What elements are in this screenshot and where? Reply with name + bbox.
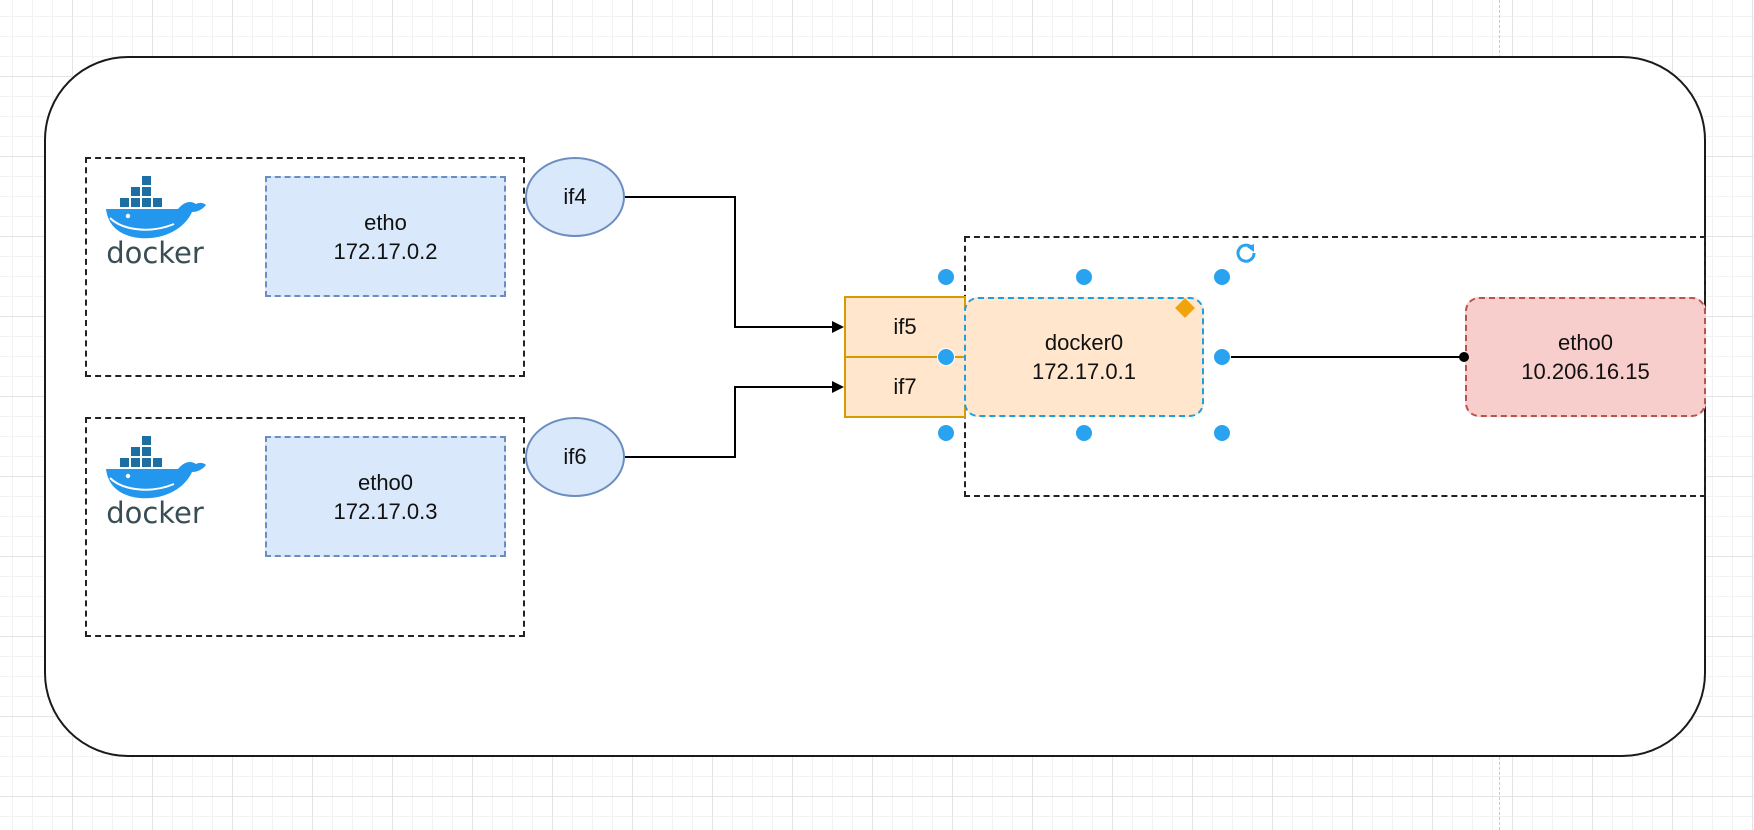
- container-2-box[interactable]: [85, 417, 525, 637]
- veth-if4-label: if4: [563, 184, 587, 209]
- container-1-eth-interface[interactable]: etho 172.17.0.2: [265, 176, 506, 297]
- edge-if6-to-if7: [625, 381, 844, 458]
- bridge-name: docker0: [1044, 330, 1124, 355]
- host-eth-interface[interactable]: etho0 10.206.16.15: [1465, 297, 1706, 417]
- docker-logo-icon: docker: [100, 432, 210, 530]
- container-1-eth-ip: 172.17.0.2: [333, 238, 438, 264]
- selection-handle[interactable]: [1213, 268, 1231, 286]
- container-1-box[interactable]: [85, 157, 525, 377]
- veth-if4[interactable]: if4: [525, 157, 625, 237]
- rotate-handle-icon[interactable]: [1234, 241, 1258, 265]
- selection-handle[interactable]: [1075, 268, 1093, 286]
- docker0-bridge[interactable]: docker0 172.17.0.1: [964, 297, 1204, 417]
- bridge-port-if7-label: if7: [893, 374, 917, 399]
- container-1-eth-name: etho: [364, 209, 407, 235]
- bridge-port-if7[interactable]: if7: [844, 356, 966, 418]
- svg-text:docker: docker: [106, 236, 204, 266]
- veth-if6-label: if6: [563, 444, 587, 469]
- container-2-eth-interface[interactable]: etho0 172.17.0.3: [265, 436, 506, 557]
- host-eth-ip: 10.206.16.15: [1521, 359, 1650, 384]
- container-2-eth-name: etho0: [357, 469, 414, 495]
- docker-logo-icon: docker: [100, 172, 210, 270]
- host-eth-name: etho0: [1557, 330, 1614, 355]
- edge-if4-to-if5: [625, 196, 844, 333]
- container-2-eth-ip: 172.17.0.3: [333, 498, 438, 524]
- selection-handle[interactable]: [1075, 424, 1093, 442]
- selection-handle[interactable]: [937, 424, 955, 442]
- selection-handle[interactable]: [937, 268, 955, 286]
- bridge-ip: 172.17.0.1: [1032, 359, 1136, 384]
- selection-handle[interactable]: [1213, 348, 1231, 366]
- bridge-port-if5-label: if5: [893, 314, 917, 339]
- selection-handle[interactable]: [1213, 424, 1231, 442]
- selection-handle[interactable]: [937, 348, 955, 366]
- svg-text:docker: docker: [106, 496, 204, 526]
- veth-if6[interactable]: if6: [525, 417, 625, 497]
- edge-end-dot: [1459, 352, 1469, 362]
